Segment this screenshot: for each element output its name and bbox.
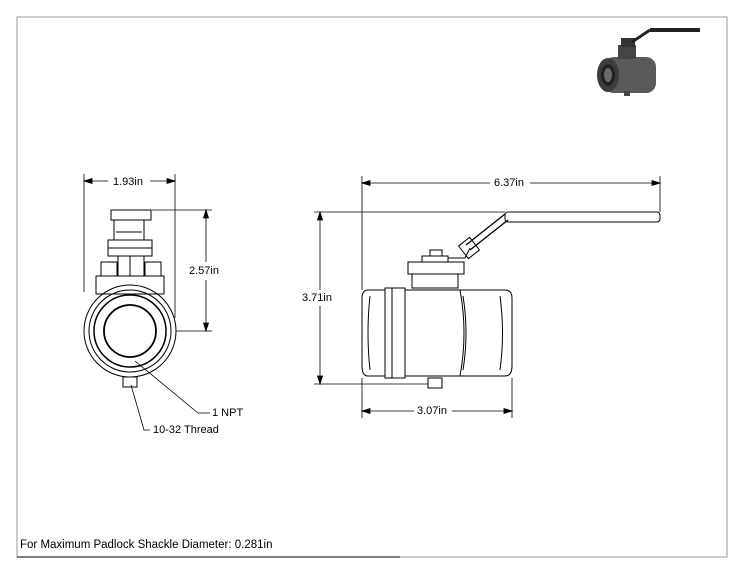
side-view [361, 211, 661, 389]
front-dimensions [82, 174, 212, 431]
left-end-port [361, 289, 386, 377]
front-view [83, 209, 177, 388]
callout-npt: 1 NPT [212, 407, 244, 419]
dim-front-height: 2.57in [189, 265, 219, 277]
valve-body [405, 289, 465, 377]
side-dimensions [314, 176, 662, 418]
dim-body-length: 3.07in [417, 405, 447, 417]
handle-arm [465, 213, 506, 246]
callout-thread: 10-32 Thread [153, 424, 219, 436]
handle-end [110, 209, 152, 221]
body-flange [384, 287, 406, 379]
npt-leader [134, 360, 210, 414]
dim-front-width: 1.93in [113, 176, 143, 188]
lock-tab [113, 219, 145, 241]
bore-circle [103, 304, 157, 358]
dim-side-height: 3.71in [302, 292, 332, 304]
isometric-valve-icon [597, 28, 700, 96]
gland-nut [407, 261, 465, 275]
body-outer-circle [83, 284, 177, 378]
handle-grip [504, 211, 661, 223]
thread-leader [130, 384, 150, 431]
dim-side-length: 6.37in [494, 177, 524, 189]
thread-boss [122, 376, 138, 388]
sheet-border [16, 16, 728, 558]
padlock-note: For Maximum Padlock Shackle Diameter: 0.… [20, 539, 273, 551]
